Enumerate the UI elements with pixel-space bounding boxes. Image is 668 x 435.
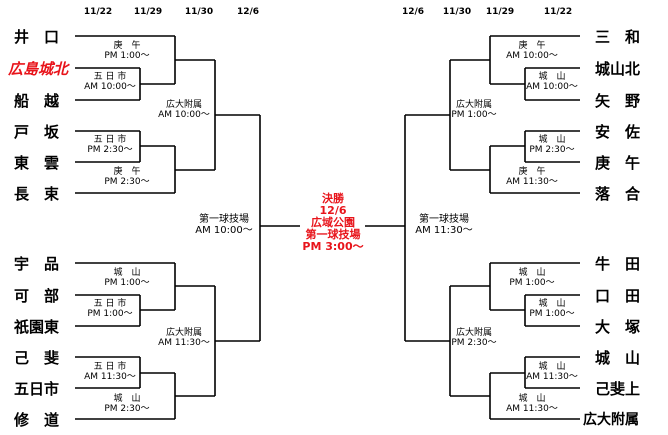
team-left: 修 道 (14, 411, 60, 429)
final-title: 決勝 (321, 192, 344, 205)
team-right: 城山北 (595, 60, 641, 78)
team-right: 口 田 (595, 287, 641, 305)
final-venue-field: 第一球技場 (305, 228, 361, 241)
date-header: 11/29 (485, 7, 515, 17)
date-header: 11/30 (442, 7, 472, 17)
team-right: 安 佐 (595, 123, 641, 141)
team-right: 広大附属 (583, 412, 639, 428)
team-right: 大 塚 (595, 318, 641, 336)
team-right: 庚 午 (595, 154, 641, 172)
team-right: 矢 野 (595, 92, 641, 110)
team-left: 広島城北 (8, 60, 69, 78)
team-left: 祇園東 (14, 318, 60, 336)
team-left: 船 越 (14, 92, 60, 110)
date-header: 11/30 (184, 7, 214, 17)
team-right: 落 合 (595, 185, 641, 203)
final-time: PM 3:00〜 (302, 240, 364, 253)
team-right: 牛 田 (595, 255, 641, 273)
final-match: 決勝 12/6 広域公園 第一球技場 PM 3:00〜 (302, 193, 363, 253)
date-header: 11/29 (133, 7, 163, 17)
team-left: 戸 坂 (14, 123, 60, 141)
date-header: 12/6 (236, 7, 260, 17)
team-left: 井 口 (14, 28, 60, 46)
team-left: 宇 品 (14, 255, 60, 273)
team-right: 己斐上 (595, 380, 641, 398)
team-right: 城 山 (595, 349, 641, 367)
final-venue: 広域公園 (310, 216, 355, 229)
team-right: 三 和 (595, 28, 641, 46)
date-header: 12/6 (401, 7, 425, 17)
final-date: 12/6 (319, 204, 347, 217)
team-left: 五日市 (14, 380, 60, 398)
team-left: 可 部 (14, 287, 60, 305)
team-left: 東 雲 (14, 154, 60, 172)
date-header: 11/22 (543, 7, 573, 17)
team-left: 長 束 (14, 185, 60, 203)
team-left: 己 斐 (14, 349, 60, 367)
date-header: 11/22 (83, 7, 113, 17)
